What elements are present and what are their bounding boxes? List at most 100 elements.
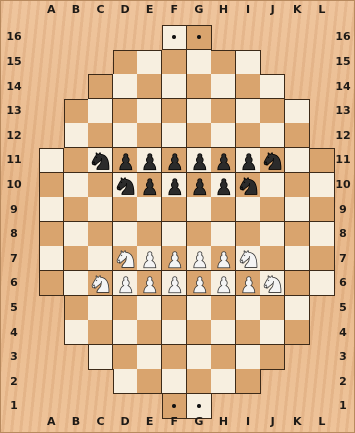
square-k10[interactable]	[285, 173, 310, 198]
square-i15[interactable]	[236, 50, 261, 75]
square-g13[interactable]	[187, 99, 212, 124]
white-pawn-f7[interactable]	[163, 247, 187, 271]
square-a10[interactable]	[39, 173, 64, 198]
square-l10[interactable]	[310, 173, 335, 198]
square-k11[interactable]	[285, 148, 310, 173]
square-d3[interactable]	[113, 345, 138, 370]
square-j3[interactable]	[260, 345, 285, 370]
square-j14[interactable]	[260, 74, 285, 99]
square-c7[interactable]	[88, 246, 113, 271]
white-knight-j6[interactable]	[261, 272, 285, 296]
square-c13[interactable]	[88, 99, 113, 124]
square-i8[interactable]	[236, 222, 261, 247]
black-pawn-e10[interactable]	[138, 174, 162, 198]
white-pawn-g6[interactable]	[188, 272, 212, 296]
square-i3[interactable]	[236, 345, 261, 370]
square-e2[interactable]	[137, 369, 162, 394]
square-f5[interactable]	[162, 296, 187, 321]
square-g3[interactable]	[187, 345, 212, 370]
square-e14[interactable]	[137, 74, 162, 99]
square-j13[interactable]	[260, 99, 285, 124]
square-f4[interactable]	[162, 320, 187, 345]
square-a9[interactable]	[39, 197, 64, 222]
black-knight-j11[interactable]	[261, 149, 285, 173]
square-l11[interactable]	[310, 148, 335, 173]
square-d15[interactable]	[113, 50, 138, 75]
square-i12[interactable]	[236, 123, 261, 148]
square-g9[interactable]	[187, 197, 212, 222]
black-knight-c11[interactable]	[89, 149, 113, 173]
square-f9[interactable]	[162, 197, 187, 222]
square-b9[interactable]	[64, 197, 89, 222]
square-j9[interactable]	[260, 197, 285, 222]
square-b12[interactable]	[64, 123, 89, 148]
square-d2[interactable]	[113, 369, 138, 394]
square-g15[interactable]	[187, 50, 212, 75]
square-j10[interactable]	[260, 173, 285, 198]
square-f3[interactable]	[162, 345, 187, 370]
square-i9[interactable]	[236, 197, 261, 222]
square-k5[interactable]	[285, 296, 310, 321]
square-e12[interactable]	[137, 123, 162, 148]
square-k7[interactable]	[285, 246, 310, 271]
square-h5[interactable]	[211, 296, 236, 321]
square-c14[interactable]	[88, 74, 113, 99]
white-knight-c6[interactable]	[89, 272, 113, 296]
square-k6[interactable]	[285, 271, 310, 296]
black-pawn-h11[interactable]	[212, 149, 236, 173]
square-h4[interactable]	[211, 320, 236, 345]
white-knight-i7[interactable]	[237, 247, 261, 271]
black-pawn-g10[interactable]	[188, 174, 212, 198]
square-k13[interactable]	[285, 99, 310, 124]
square-g8[interactable]	[187, 222, 212, 247]
black-knight-d10[interactable]	[114, 174, 138, 198]
square-g12[interactable]	[187, 123, 212, 148]
square-e4[interactable]	[137, 320, 162, 345]
black-pawn-g11[interactable]	[188, 149, 212, 173]
square-f13[interactable]	[162, 99, 187, 124]
square-b13[interactable]	[64, 99, 89, 124]
square-g5[interactable]	[187, 296, 212, 321]
white-knight-d7[interactable]	[114, 247, 138, 271]
square-h12[interactable]	[211, 123, 236, 148]
white-pawn-h7[interactable]	[212, 247, 236, 271]
square-g14[interactable]	[187, 74, 212, 99]
square-a7[interactable]	[39, 246, 64, 271]
square-h3[interactable]	[211, 345, 236, 370]
square-g4[interactable]	[187, 320, 212, 345]
square-k4[interactable]	[285, 320, 310, 345]
square-k9[interactable]	[285, 197, 310, 222]
square-a6[interactable]	[39, 271, 64, 296]
square-e15[interactable]	[137, 50, 162, 75]
square-b11[interactable]	[64, 148, 89, 173]
square-l9[interactable]	[310, 197, 335, 222]
square-h8[interactable]	[211, 222, 236, 247]
square-k8[interactable]	[285, 222, 310, 247]
square-j7[interactable]	[260, 246, 285, 271]
square-b6[interactable]	[64, 271, 89, 296]
black-pawn-d11[interactable]	[114, 149, 138, 173]
square-d5[interactable]	[113, 296, 138, 321]
square-l6[interactable]	[310, 271, 335, 296]
square-h13[interactable]	[211, 99, 236, 124]
square-j5[interactable]	[260, 296, 285, 321]
square-d14[interactable]	[113, 74, 138, 99]
square-e5[interactable]	[137, 296, 162, 321]
square-b7[interactable]	[64, 246, 89, 271]
square-d4[interactable]	[113, 320, 138, 345]
square-h9[interactable]	[211, 197, 236, 222]
square-h15[interactable]	[211, 50, 236, 75]
square-h2[interactable]	[211, 369, 236, 394]
square-b8[interactable]	[64, 222, 89, 247]
black-pawn-f11[interactable]	[163, 149, 187, 173]
white-pawn-g7[interactable]	[188, 247, 212, 271]
square-c3[interactable]	[88, 345, 113, 370]
square-i13[interactable]	[236, 99, 261, 124]
square-c12[interactable]	[88, 123, 113, 148]
square-e9[interactable]	[137, 197, 162, 222]
square-c8[interactable]	[88, 222, 113, 247]
black-knight-i10[interactable]	[237, 174, 261, 198]
square-l8[interactable]	[310, 222, 335, 247]
square-f2[interactable]	[162, 369, 187, 394]
square-i5[interactable]	[236, 296, 261, 321]
